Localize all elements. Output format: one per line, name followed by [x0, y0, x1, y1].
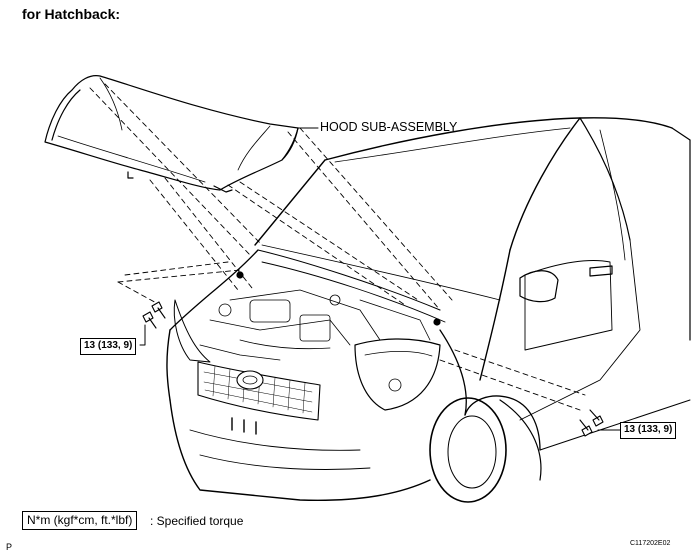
bolt-left — [142, 301, 166, 329]
leader-left — [139, 324, 146, 346]
hood-panel — [44, 75, 299, 193]
torque-unit-legend: N*m (kgf*cm, ft.*lbf) — [22, 511, 138, 530]
hood-sub-assembly-label: HOOD SUB-ASSEMBLY — [320, 120, 458, 134]
torque-spec-left: 13 (133, 9) — [80, 338, 137, 355]
torque-legend-description: : Specified torque — [150, 514, 244, 528]
corner-mark: P — [6, 542, 13, 552]
figure-code: C117202E02 — [630, 540, 671, 547]
torque-spec-right: 13 (133, 9) — [620, 422, 677, 439]
car-body — [166, 117, 691, 503]
bolt-right — [579, 409, 604, 437]
page-heading: for Hatchback: — [22, 6, 121, 22]
